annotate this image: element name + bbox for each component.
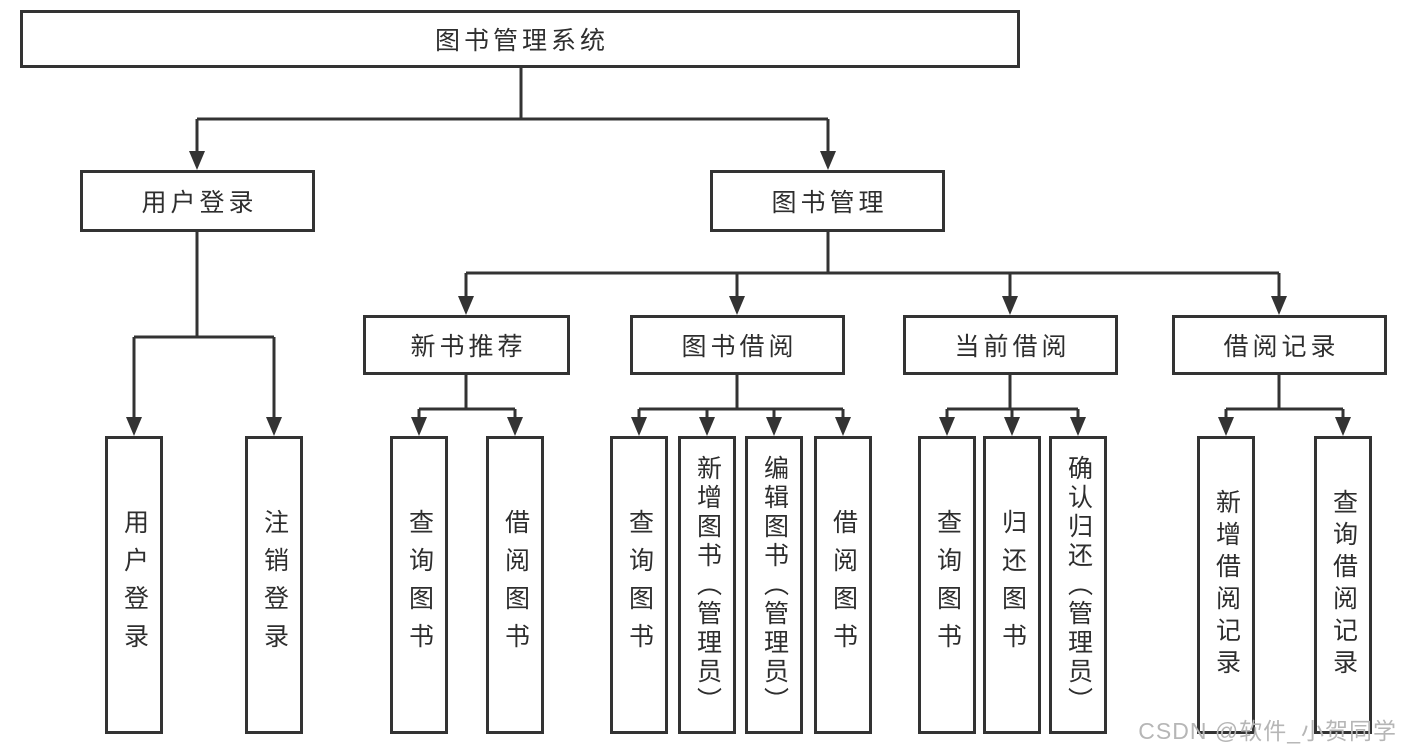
leaf-query-books-recommend: 查询图书: [390, 436, 448, 734]
node-label: 图书管理系统: [434, 27, 609, 55]
node-label: 归还图书: [998, 509, 1027, 661]
leaf-user-login: 用户登录: [105, 436, 163, 734]
node-new-book-recommendation: 新书推荐: [363, 315, 570, 375]
leaf-return-books: 归还图书: [983, 436, 1041, 734]
node-label: 用户登录: [120, 509, 149, 661]
leaf-confirm-return-admin: 确认归还（管理员）: [1049, 436, 1107, 734]
leaf-query-books-borrowing: 查询图书: [610, 436, 668, 734]
node-label: 借阅记录: [1223, 333, 1340, 361]
node-book-management: 图书管理: [710, 170, 945, 232]
node-label: 图书借阅: [681, 333, 798, 361]
node-label: 确认归还（管理员）: [1064, 454, 1093, 716]
node-label: 注销登录: [260, 509, 289, 661]
node-label: 图书管理: [771, 189, 888, 217]
leaf-add-borrow-record: 新增借阅记录: [1197, 436, 1255, 734]
node-label: 查询借阅记录: [1329, 489, 1358, 681]
node-label: 新增图书（管理员）: [693, 454, 722, 716]
leaf-logout: 注销登录: [245, 436, 303, 734]
node-label: 当前借阅: [954, 333, 1071, 361]
node-label: 查询图书: [933, 509, 962, 661]
node-borrowing-records: 借阅记录: [1172, 315, 1387, 375]
leaf-query-borrow-record: 查询借阅记录: [1314, 436, 1372, 734]
csdn-watermark: CSDN @软件_小贺同学: [1138, 718, 1397, 744]
leaf-add-books-admin: 新增图书（管理员）: [678, 436, 736, 734]
node-label: 新书推荐: [410, 333, 527, 361]
node-book-borrowing: 图书借阅: [630, 315, 845, 375]
node-label: 查询图书: [405, 509, 434, 661]
leaf-edit-books-admin: 编辑图书（管理员）: [745, 436, 803, 734]
node-label: 编辑图书（管理员）: [760, 454, 789, 716]
node-label: 借阅图书: [829, 509, 858, 661]
leaf-borrow-books-borrowing: 借阅图书: [814, 436, 872, 734]
node-current-borrowing: 当前借阅: [903, 315, 1118, 375]
leaf-borrow-books-recommend: 借阅图书: [486, 436, 544, 734]
node-label: 用户登录: [141, 189, 258, 217]
node-label: 查询图书: [625, 509, 654, 661]
node-label: 借阅图书: [501, 509, 530, 661]
node-label: 新增借阅记录: [1212, 489, 1241, 681]
connector-edges: [132, 68, 1345, 418]
node-library-management-system: 图书管理系统: [20, 10, 1020, 68]
node-user-login: 用户登录: [80, 170, 315, 232]
leaf-query-books-current: 查询图书: [918, 436, 976, 734]
arrowheads: [126, 151, 1351, 436]
